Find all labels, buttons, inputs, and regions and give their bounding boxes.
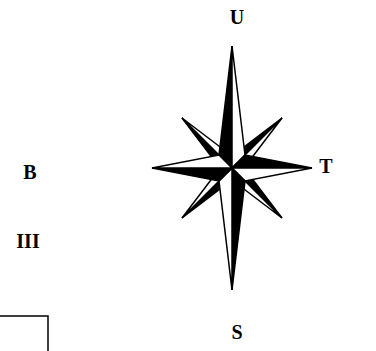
direction-letter: U	[230, 7, 244, 27]
direction-letter: T	[319, 156, 332, 176]
box-corner	[0, 316, 48, 351]
direction-letter: III	[16, 231, 39, 251]
direction-letter: B	[23, 162, 36, 182]
direction-letter: S	[231, 322, 242, 342]
